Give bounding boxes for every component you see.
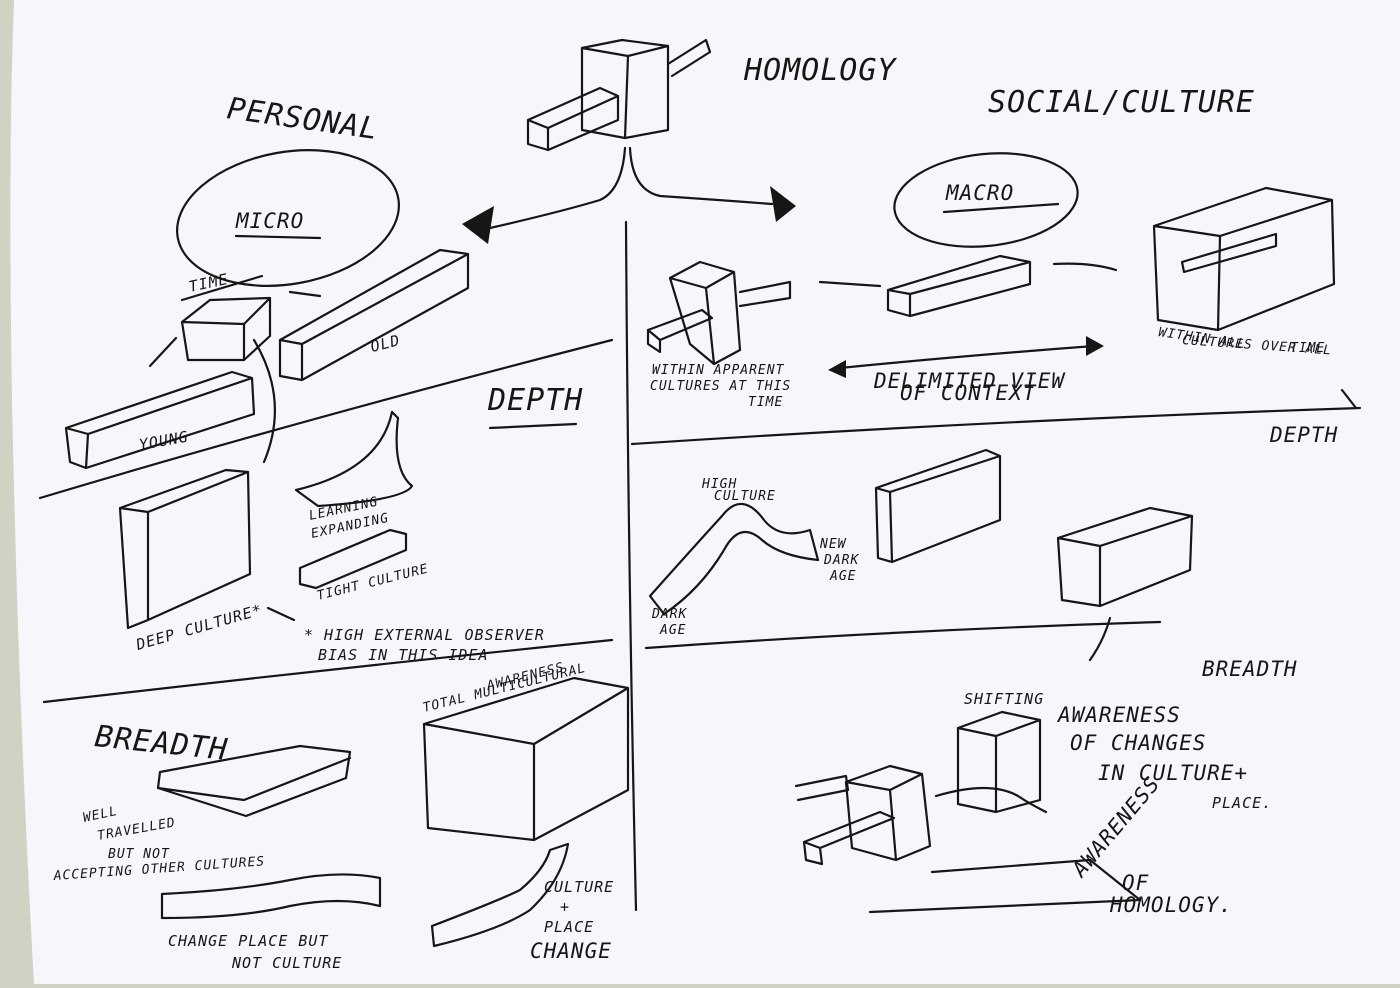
within-apparent-line3: TIME [748,395,783,410]
dark-age-2: AGE [659,623,686,638]
delimited-line2: OF CONTEXT [900,381,1037,405]
arrow-to-old [288,290,322,298]
delimited-arrow [838,344,1096,370]
tight-culture-box [298,528,408,590]
young-box [64,370,256,470]
cpc-line1: CULTURE [544,878,614,896]
learning-shape [294,410,414,508]
within-apparent-icon [646,260,792,366]
depth-left-underline [488,422,578,430]
title-homology: HOMOLOGY [743,53,897,88]
arrow-to-young [148,336,178,368]
awareness-changes-1: AWARENESS [1056,703,1181,727]
observer-note-line1: * HIGH EXTERNAL OBSERVER [304,626,545,644]
homology-icon [526,38,712,152]
multicultural-box [422,676,630,842]
well-travelled-slab [156,744,352,818]
right-box [1056,506,1194,608]
within-all-line3: TIME [1290,341,1325,356]
macro-underline [942,202,1060,214]
arrow-left-macro [818,280,882,288]
awareness-homology-3: HOMOLOGY. [1109,893,1233,917]
arrow-left-branch [488,146,627,230]
observer-note-line2: BIAS IN THIS IDEA [318,646,489,664]
awareness-homology-2: OF [1122,871,1149,895]
awareness-changes-2: OF CHANGES [1070,731,1206,755]
awareness-changes-4: PLACE. [1212,794,1272,812]
delimited-arrow-right [1086,336,1104,356]
arrow-to-shifting [1088,616,1112,662]
left-divider-1 [38,338,614,500]
arrow-right-branch [628,146,774,206]
high-culture-line2: CULTURE [714,489,776,504]
arrowhead-left [462,206,494,244]
heading-social-culture: SOCIAL/CULTURE [988,85,1255,120]
shifting-structure [794,710,1142,914]
label-depth-right: DEPTH [1269,423,1338,447]
well-label-3: BUT NOT [108,847,170,862]
label-macro: MACRO [945,181,1014,205]
right-divider-1 [630,406,1362,446]
label-depth-left: DEPTH [487,383,583,418]
observer-arrow [266,606,296,622]
old-box [278,248,470,382]
right-slab [874,448,1002,564]
label-micro: MICRO [235,209,304,233]
within-apparent-line1: WITHIN APPARENT [652,363,785,378]
new-dark-age-1: NEW [819,537,847,552]
delimited-line1: DELIMITED VIEW [873,369,1066,393]
cpc-line4: CHANGE [530,939,612,963]
change-place-line1: CHANGE PLACE BUT [168,932,329,950]
new-dark-age-3: AGE [829,569,856,584]
paper-sheet [10,0,1400,984]
well-label-1: WELL [82,804,120,826]
center-divider [624,220,638,912]
arrowhead-right [770,186,796,222]
high-culture-curve [648,502,820,616]
cpc-line2: + [560,898,570,916]
right-divider-2 [644,620,1162,650]
arrow-to-deep [252,338,277,464]
micro-underline [234,234,322,240]
delimited-arrow-left [828,360,846,378]
change-place-wave [160,873,382,920]
macro-ellipse [893,152,1079,248]
left-divider-2 [42,638,614,704]
corner-tick [1340,388,1358,410]
label-shifting: SHIFTING [964,690,1044,708]
dark-age-1: DARK [651,607,687,622]
high-culture-line1: HIGH [701,477,737,492]
within-all-box [1152,186,1336,332]
change-place-line2: NOT CULTURE [231,954,342,972]
micro-ellipse [176,149,400,287]
cpc-line3: PLACE [544,918,594,936]
macro-bar [886,254,1032,318]
arrow-right-macro [1052,262,1118,272]
deep-culture-box [118,468,252,630]
person-box [180,296,272,362]
awareness-changes-3: IN CULTURE+ [1098,761,1248,785]
culture-place-wave [430,842,570,948]
within-apparent-line2: CULTURES AT THIS [650,379,791,394]
new-dark-age-2: DARK [823,553,859,568]
time-arrow [180,274,264,302]
label-breadth-right: BREADTH [1202,657,1298,681]
